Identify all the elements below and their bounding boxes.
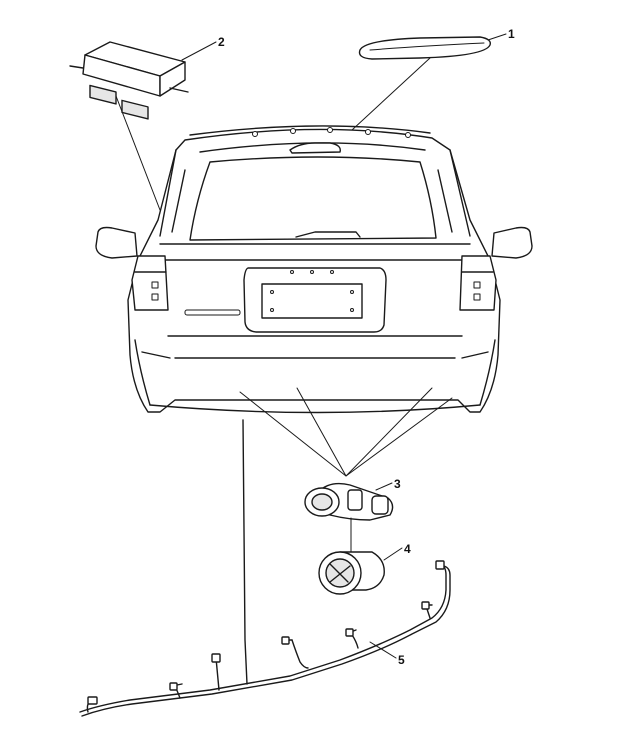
part-2-control-module (69, 41, 189, 120)
callout-1: 1 (508, 27, 515, 41)
vehicle-rear-view (95, 125, 533, 414)
part-4-sensor-bezel (318, 551, 385, 595)
part-3-sensor (304, 482, 394, 521)
sensor-leader-lines (239, 387, 453, 553)
leader-line-4 (383, 547, 403, 561)
callout-2: 2 (218, 35, 225, 49)
roof-spoiler-studs (252, 127, 411, 138)
callout-5: 5 (398, 653, 405, 667)
leader-line-2 (115, 41, 217, 211)
callout-4: 4 (404, 542, 411, 556)
part-5-wiring-harness (79, 419, 451, 717)
leader-line-3 (375, 482, 393, 491)
leader-line-1 (351, 33, 507, 131)
part-1-sensor-strip (358, 36, 491, 60)
leader-line-5 (369, 641, 397, 659)
callout-3: 3 (394, 477, 401, 491)
